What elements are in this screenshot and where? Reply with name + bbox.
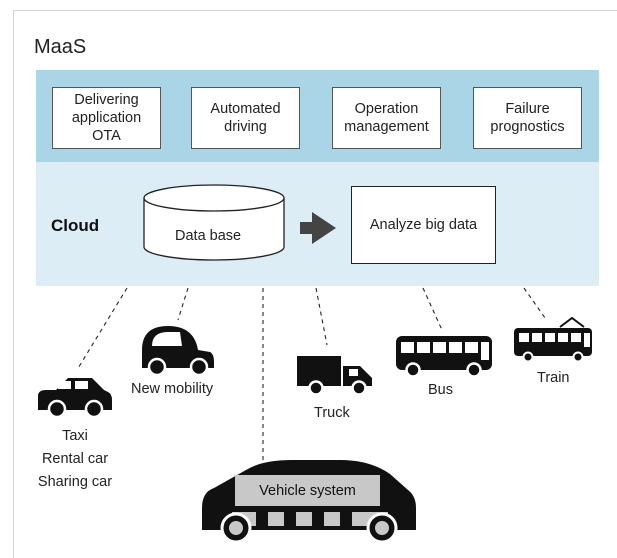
connector-train [523,287,546,319]
connector-new-mobility [177,287,189,321]
rental-car-label: Rental car [41,451,109,467]
new-mobility-label: New mobility [131,381,214,397]
diagram-title: MaaS [34,36,87,58]
truck-icon [297,356,372,396]
app-box-automated-driving: Automated driving [191,87,300,149]
sharing-car-label: Sharing car [37,474,113,490]
train-label: Train [537,370,570,386]
connector-bus [422,287,443,331]
analyze-big-data-box: Analyze big data [351,186,496,264]
app-box-operation-management: Operation management [332,87,441,149]
truck-label: Truck [314,405,350,421]
connector-truck [315,287,328,346]
bus-label: Bus [428,382,453,398]
train-icon [514,316,592,363]
taxi-icon [38,378,112,419]
app-box-delivering-ota: Delivering application OTA [52,87,161,149]
cloud-label: Cloud [51,216,100,235]
database-icon [143,184,285,261]
app-box-failure-prognostics: Failure prognostics [473,87,582,149]
bus-icon [396,336,492,378]
taxi-label: Taxi [62,428,88,444]
database-label: Data base [175,228,242,244]
new-mobility-icon [142,326,214,377]
arrow-right-icon [300,212,336,244]
connector-lines [76,287,546,460]
vehicle-system-label: Vehicle system [235,475,380,506]
connector-taxi [76,287,128,371]
